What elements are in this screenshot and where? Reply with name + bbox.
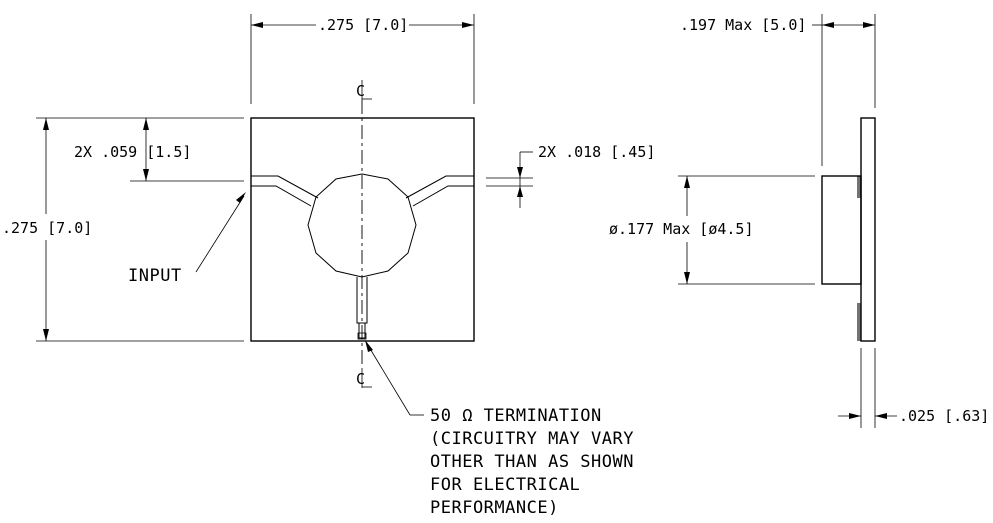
side-base-label: .025 [.63] xyxy=(899,407,989,425)
side-diameter-dimension: ø.177 Max [ø4.5] xyxy=(609,175,815,285)
termination-line-2: (CIRCUITRY MAY VARY xyxy=(430,429,634,449)
side-base-dimension: .025 [.63] xyxy=(838,348,989,428)
termination-line-5: PERFORMANCE) xyxy=(430,498,559,518)
left-transmission-line xyxy=(251,175,319,207)
svg-text:C: C xyxy=(356,82,365,100)
input-callout: INPUT xyxy=(128,192,246,286)
offset-dimension: 2X .059 [1.5] xyxy=(74,118,244,182)
side-ferrite-body xyxy=(821,175,862,285)
termination-resistor xyxy=(357,332,367,340)
side-substrate xyxy=(860,117,876,342)
top-width-label: .275 [7.0] xyxy=(318,16,408,34)
termination-stub xyxy=(356,277,368,339)
svg-text:C: C xyxy=(356,370,365,388)
line-width-dimension: 2X .018 [.45] xyxy=(486,143,655,208)
side-diameter-label: ø.177 Max [ø4.5] xyxy=(609,220,754,238)
side-pad-bottom xyxy=(857,303,861,341)
termination-line-4: FOR ELECTRICAL xyxy=(430,475,580,495)
input-label: INPUT xyxy=(128,266,182,286)
side-pad-top xyxy=(857,176,861,198)
line-width-label: 2X .018 [.45] xyxy=(538,143,655,161)
termination-callout: 50 Ω TERMINATION (CIRCUITRY MAY VARY OTH… xyxy=(365,340,634,518)
left-height-dimension: .275 [7.0] xyxy=(2,117,244,342)
centerline-symbol-bottom: C xyxy=(356,368,372,388)
right-transmission-line xyxy=(405,175,474,207)
front-view: C C .275 [7.0] xyxy=(2,14,655,518)
side-max-dimension: .197 Max [5.0] xyxy=(680,14,876,166)
termination-line-3: OTHER THAN AS SHOWN xyxy=(430,452,634,472)
side-view: .197 Max [5.0] ø.177 Max [ø4.5] .025 [.6… xyxy=(609,14,989,428)
top-width-dimension: .275 [7.0] xyxy=(250,14,475,104)
left-height-label: .275 [7.0] xyxy=(2,219,92,237)
termination-line-1: 50 Ω TERMINATION xyxy=(430,406,602,426)
centerline-symbol-top: C xyxy=(356,80,372,100)
side-max-label: .197 Max [5.0] xyxy=(680,16,806,34)
offset-label: 2X .059 [1.5] xyxy=(74,143,191,161)
substrate-outline xyxy=(250,117,475,342)
